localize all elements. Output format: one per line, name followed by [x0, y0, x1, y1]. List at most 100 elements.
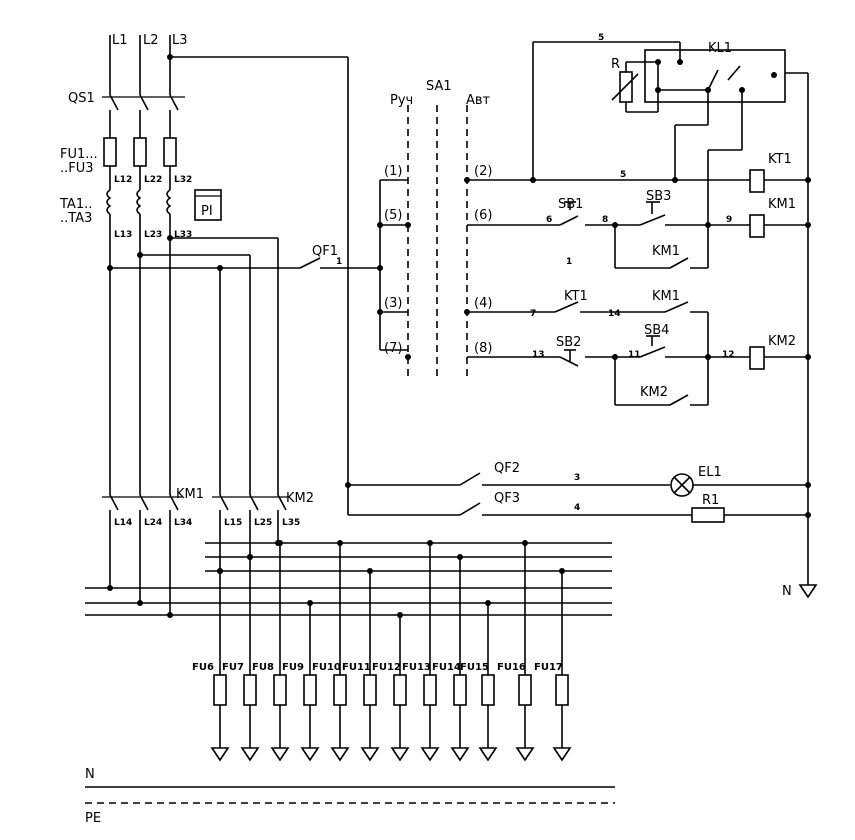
fuse-label: FU10 [312, 662, 341, 673]
sb4-label: SB4 [644, 323, 669, 338]
ta3-label: ..TA3 [60, 211, 92, 226]
km2-contact-label: KM2 [640, 385, 668, 400]
fuse-symbol [393, 674, 407, 706]
control-circuit [345, 41, 818, 599]
pi-label: PI [201, 204, 213, 219]
fuse-symbol [273, 674, 287, 706]
l14-label: L14 [114, 518, 132, 528]
fuse-label: FU11 [342, 662, 371, 673]
pos-6-label: (6) [474, 208, 492, 223]
bus-junction-dot [457, 554, 463, 560]
wire-14-label: 14 [608, 309, 621, 319]
bus-junction-dot [427, 540, 433, 546]
wire-13-label: 13 [532, 350, 545, 360]
fuse-symbol [518, 674, 532, 706]
l34-label: L34 [174, 518, 192, 528]
wire-12-label: 12 [722, 350, 735, 360]
wire-6-label: 6 [546, 215, 552, 225]
bus-junction-dot [307, 600, 313, 606]
n-right-label: N [782, 584, 792, 599]
fuse-symbol [333, 674, 347, 706]
ground-arrow-icon [210, 747, 230, 762]
fu1-label: FU1... [60, 147, 98, 162]
labels: L1 L2 L3 QS1 FU1... ..FU3 TA1.. ..TA3 PI… [59, 33, 796, 826]
ta1-label: TA1.. [59, 197, 92, 212]
el1-label: EL1 [698, 465, 722, 480]
pe-label: PE [85, 811, 101, 826]
sb2-label: SB2 [556, 335, 581, 350]
phase-l3-label: L3 [172, 33, 188, 48]
fuse-symbol [363, 674, 377, 706]
wire-9-label: 9 [726, 215, 732, 225]
wire-11-label: 11 [628, 350, 641, 360]
l22-label: L22 [144, 175, 162, 185]
bus-junction-dot [367, 568, 373, 574]
bus-junction-dot [247, 554, 253, 560]
fuse-symbol [481, 674, 495, 706]
bus-junction-dot [485, 600, 491, 606]
pos-7-label: (7) [384, 341, 402, 356]
auto-label: Авт [466, 93, 491, 108]
pos-5-label: (5) [384, 208, 402, 223]
fu3-label: ..FU3 [60, 161, 94, 176]
kt1-coil-label: KT1 [768, 152, 792, 167]
phase-l2-label: L2 [143, 33, 159, 48]
fuse-label: FU6 [192, 662, 214, 673]
fuse-label: FU15 [460, 662, 489, 673]
sb3-label: SB3 [646, 189, 671, 204]
fuse-label: FU12 [372, 662, 401, 673]
qf2-label: QF2 [494, 461, 520, 476]
pos-8-label: (8) [474, 341, 492, 356]
pos-4-label: (4) [474, 296, 492, 311]
bus-junction-dot [337, 540, 343, 546]
ground-arrow-icon [270, 747, 290, 762]
fuse-label: FU8 [252, 662, 274, 673]
wire-1b-label: 1 [566, 257, 572, 267]
wire-5-top-label: 5 [598, 33, 604, 43]
phase-l1-label: L1 [112, 33, 128, 48]
wire-8-label: 8 [602, 215, 608, 225]
l32-label: L32 [174, 175, 192, 185]
pos-3-label: (3) [384, 296, 402, 311]
sb1-label: SB1 [558, 197, 583, 212]
l25-label: L25 [254, 518, 272, 528]
r-label: R [611, 57, 620, 72]
l35-label: L35 [282, 518, 300, 528]
qf3-label: QF3 [494, 491, 520, 506]
wire-5-label: 5 [620, 170, 626, 180]
bus-junction-dot [559, 568, 565, 574]
pos-1-label: (1) [384, 164, 402, 179]
km1-contact-label: KM1 [652, 244, 680, 259]
fuse-symbol [423, 674, 437, 706]
fuse-label: FU16 [497, 662, 526, 673]
l23-label: L23 [144, 230, 162, 240]
km2-coil-label: KM2 [768, 334, 796, 349]
sa1-selector [377, 105, 470, 378]
l15-label: L15 [224, 518, 242, 528]
ground-arrow-icon [330, 747, 350, 762]
fuse-symbol [213, 674, 227, 706]
qf1-label: QF1 [312, 244, 338, 259]
qs1-label: QS1 [68, 91, 95, 106]
ground-arrow-icon [360, 747, 380, 762]
kl1-label: KL1 [708, 41, 732, 56]
pos-2-label: (2) [474, 164, 492, 179]
fuse-label: FU7 [222, 662, 244, 673]
wire-1-label: 1 [336, 257, 342, 267]
fuse-symbol [453, 674, 467, 706]
l13-label: L13 [114, 230, 132, 240]
fuse-drops [210, 540, 572, 762]
fuse-symbol [555, 674, 569, 706]
l24-label: L24 [144, 518, 162, 528]
phase-wires [102, 35, 380, 615]
fuse-label: FU17 [534, 662, 563, 673]
fuse-label: FU14 [432, 662, 461, 673]
sa1-label: SA1 [426, 79, 452, 94]
ground-arrow-icon [515, 747, 535, 762]
n-bottom-label: N [85, 767, 95, 782]
fuse-symbol [303, 674, 317, 706]
kt1-contact-label: KT1 [564, 289, 588, 304]
l12-label: L12 [114, 175, 132, 185]
ground-arrow-icon [240, 747, 260, 762]
